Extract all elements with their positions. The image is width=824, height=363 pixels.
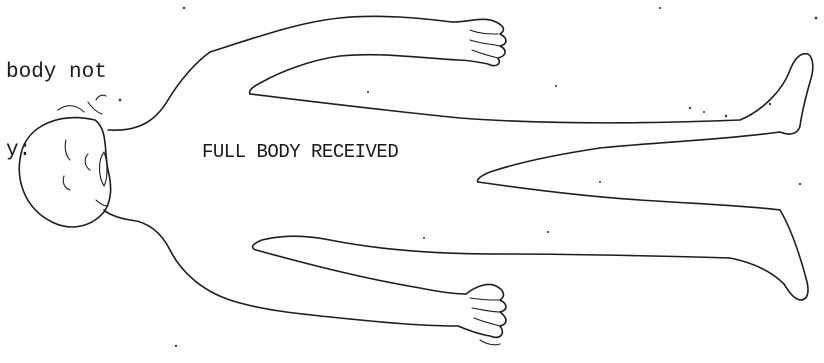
leg-top-inner xyxy=(478,132,781,182)
arm-lower-outer xyxy=(104,210,458,326)
arm-upper-outer xyxy=(210,16,452,52)
foot-top xyxy=(740,54,813,134)
head-outline xyxy=(19,118,110,227)
hand-bottom xyxy=(458,284,506,337)
face-eye-left xyxy=(65,140,70,160)
face-nose xyxy=(85,154,90,170)
leg-bottom-inner xyxy=(478,182,780,210)
face-mouth xyxy=(100,152,108,186)
neck-upper xyxy=(108,52,210,130)
torso-top xyxy=(250,94,740,123)
leg-bottom-outer xyxy=(330,240,730,258)
foot-bottom xyxy=(730,210,808,300)
face-eye-right xyxy=(63,176,70,190)
received-annotation: FULL BODY RECEIVED xyxy=(202,141,398,163)
arm-upper-inner xyxy=(250,55,458,94)
